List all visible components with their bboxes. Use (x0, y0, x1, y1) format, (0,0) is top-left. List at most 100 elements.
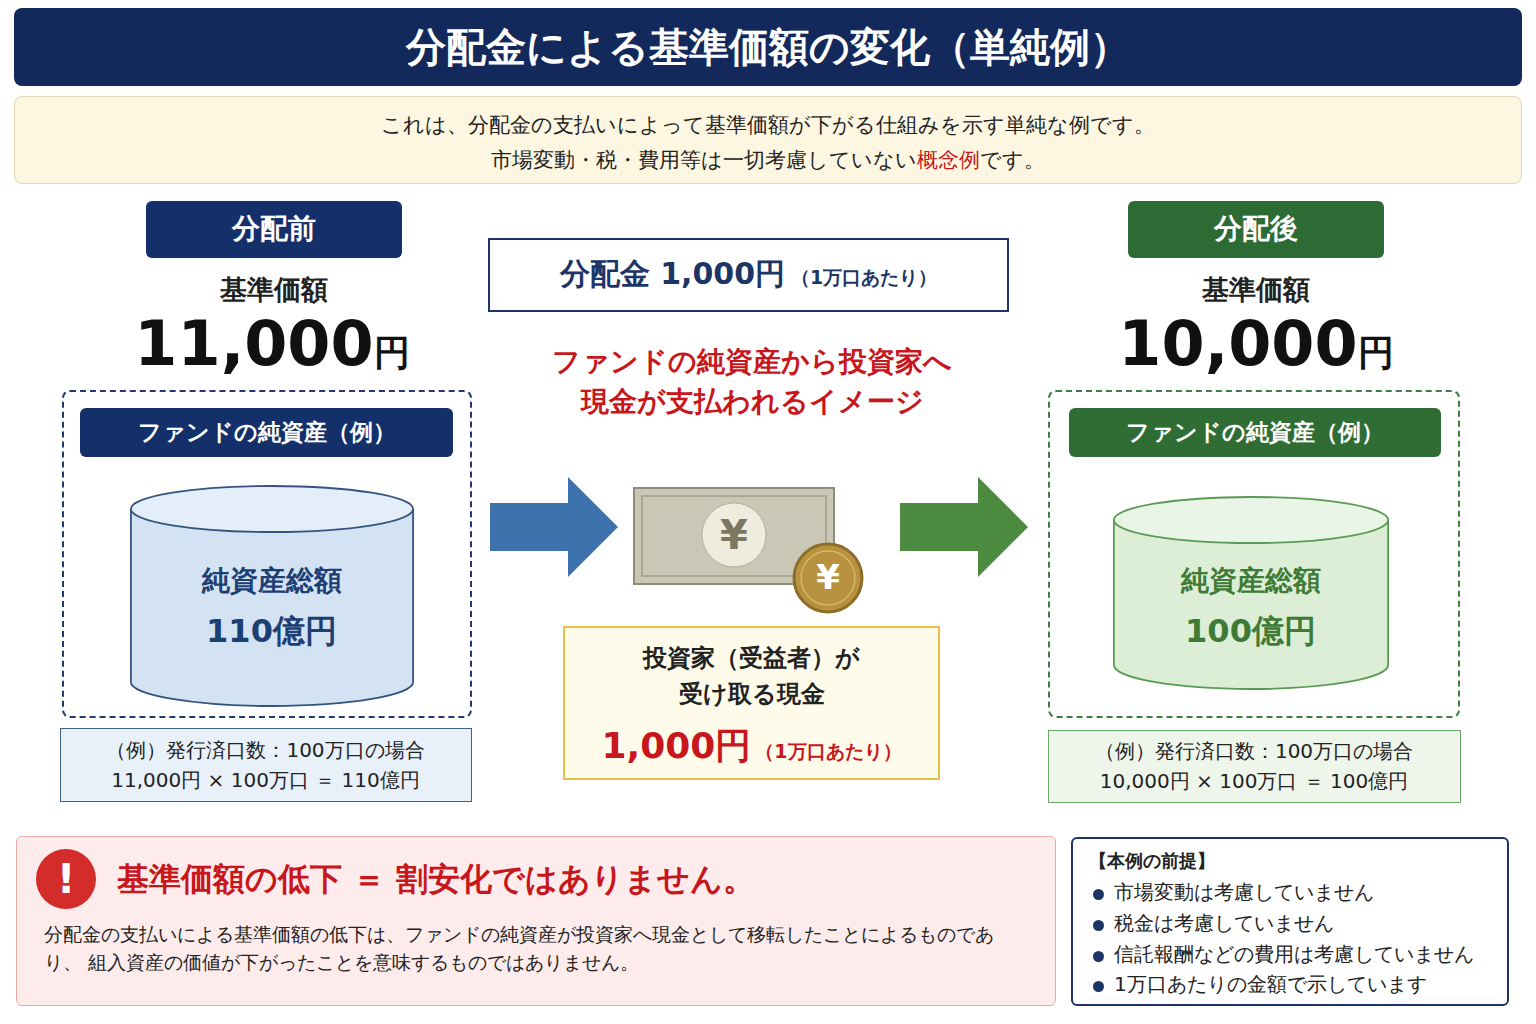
node-text: 1万口あたりの金額で示しています (1114, 972, 1427, 996)
node-text: 純資産総額 (1181, 564, 1321, 597)
nav-value: 10,000 (1118, 307, 1357, 380)
node-text: です。 (980, 148, 1045, 172)
text-row: （例）発行済口数：100万口の場合 (1049, 737, 1459, 765)
text-row: ファンドの純資産（例） (80, 408, 453, 457)
cylinder-body (1113, 520, 1387, 689)
nav-value: 円 (1358, 332, 1394, 373)
text-row: 純資産総額 (130, 563, 414, 599)
node-text: ファンドの純資産（例） (138, 419, 396, 445)
node-text: 市場変動は考慮していません (1114, 880, 1374, 904)
investor-cash-box: 投資家（受益者）が 受け取る現金 1,000円（1万口あたり） (563, 626, 940, 780)
text-row: ファンドの純資産から投資家へ 現金が支払われるイメージ (552, 342, 952, 422)
fund-assets-frame: ファンドの純資産（例） 純資産総額 100億円 (1048, 390, 1460, 718)
text-row: 分配金 1,000円 （1万口あたり） (490, 254, 1007, 294)
bullet-dot (1093, 951, 1104, 962)
title-text: 分配金による基準価額の変化（単純例） (406, 24, 1130, 70)
text-row: 税金は考慮していません (1093, 909, 1503, 937)
text-row: 分配金の支払いによる基準価額の低下は、ファンドの純資産が投資家へ現金として移転し… (44, 921, 1019, 977)
node-text: 110億円 (206, 612, 337, 650)
cash-illustration: ¥¥ (633, 487, 865, 615)
text-row: 基準価額 (146, 272, 402, 308)
value-caption: 基準価額 (220, 274, 328, 305)
value-caption: 基準価額 (1202, 274, 1310, 305)
node-text: 分配後 (1214, 212, 1298, 245)
phase-badge: 分配前 (146, 201, 402, 258)
text-row: 11,000円 (100, 306, 444, 382)
notice-box: これは、分配金の支払いによって基準価額が下がる仕組みを示す単純な例です。市場変動… (14, 96, 1522, 184)
banknote-seal (702, 503, 766, 567)
cylinder-body (130, 509, 412, 706)
cylinder-top (130, 486, 412, 532)
flow-caption: ファンドの純資産から投資家へ 現金が支払われるイメージ (552, 345, 952, 418)
node-text: 1,000円 (601, 725, 751, 766)
text-row: 分配前 (146, 211, 402, 247)
text-row: 基準価額 (1128, 272, 1384, 308)
premise-box: 【本例の前提】市場変動は考慮していません税金は考慮していません信託報酬などの費用… (1071, 837, 1509, 1006)
text-row: ¥ (803, 555, 853, 599)
text-row: 純資産総額 (1113, 563, 1389, 599)
coin (794, 544, 862, 612)
text-row: 10,000円 × 100万口 ＝ 100億円 (1049, 767, 1459, 795)
bullet-dot (1093, 981, 1104, 992)
text-row: 【本例の前提】 (1089, 848, 1489, 874)
text-row: 100億円 (1113, 611, 1389, 651)
node-text: 分配前 (232, 212, 316, 245)
node-text: 11,000円 × 100万口 ＝ 110億円 (111, 768, 420, 792)
text-row: 市場変動・税・費用等は一切考慮していない概念例です。 (15, 145, 1520, 175)
node-text: 概念例 (917, 148, 980, 172)
node-text: ! (57, 856, 75, 902)
node-text: 税金は考慮していません (1114, 911, 1334, 935)
node-text: 投資家（受益者）が 受け取る現金 (643, 644, 860, 708)
cylinder-top (1113, 497, 1387, 543)
text-row: （例）発行済口数：100万口の場合 (61, 736, 470, 764)
warning-box: ! 基準価額の低下 ＝ 割安化ではありません。分配金の支払いによる基準価額の低下は… (16, 836, 1056, 1006)
text-row: 110億円 (130, 611, 414, 651)
text-row: ファンドの純資産（例） (1069, 408, 1441, 457)
node-text: （1万口あたり） (791, 266, 937, 288)
node-text: 分配金 1,000円 (560, 256, 785, 291)
node-text: 100億円 (1185, 612, 1316, 650)
node-text: （1万口あたり） (755, 740, 901, 762)
node-text: 純資産総額 (202, 564, 342, 597)
node-text: これは、分配金の支払いによって基準価額が下がる仕組みを示す単純な例です。 (381, 113, 1155, 137)
calculation-note: （例）発行済口数：100万口の場合 10,000円 × 100万口 ＝ 100億円 (1048, 730, 1461, 803)
node-text: （例）発行済口数：100万口の場合 (1095, 739, 1413, 763)
text-row: これは、分配金の支払いによって基準価額が下がる仕組みを示す単純な例です。 (15, 110, 1520, 140)
net-assets-cylinder: 純資産総額 100億円 (1113, 496, 1389, 690)
node-text: 【本例の前提】 (1089, 850, 1215, 871)
node-text: 分配金の支払いによる基準価額の低下は、ファンドの純資産が投資家へ現金として移転し… (44, 924, 994, 973)
text-row: 信託報酬などの費用は考慮していません (1093, 940, 1503, 968)
text-row: ¥ (699, 510, 769, 560)
text-row: 基準価額の低下 ＝ 割安化ではありません。 (117, 857, 1017, 901)
block-arrow (900, 477, 1028, 577)
text-row: 11,000円 × 100万口 ＝ 110億円 (61, 766, 470, 794)
node-text: ¥ (720, 512, 748, 558)
nav-value: 11,000 (134, 307, 373, 380)
bullet-dot (1093, 889, 1104, 900)
node-text: 基準価額の低下 ＝ 割安化ではありません。 (117, 860, 755, 898)
text-row: 1,000円（1万口あたり） (565, 724, 938, 768)
bullet-dot (1093, 920, 1104, 931)
text-row: ! (36, 849, 96, 909)
fund-assets-frame: ファンドの純資産（例） 純資産総額 110億円 (62, 390, 472, 718)
node-text: ファンドの純資産（例） (1126, 419, 1384, 445)
text-row: 投資家（受益者）が 受け取る現金 (631, 640, 872, 712)
phase-badge: 分配後 (1128, 201, 1384, 258)
text-row: 10,000円 (1084, 306, 1428, 382)
text-row: 1万口あたりの金額で示しています (1093, 970, 1503, 998)
title-band: 分配金による基準価額の変化（単純例） (14, 8, 1522, 86)
block-arrow (490, 477, 618, 577)
node-text: 10,000円 × 100万口 ＝ 100億円 (1100, 769, 1409, 793)
coin-rim (801, 551, 855, 605)
node-text: （例）発行済口数：100万口の場合 (106, 738, 424, 762)
node-text: 信託報酬などの費用は考慮していません (1114, 942, 1474, 966)
node-text: 市場変動・税・費用等は一切考慮していない (491, 148, 917, 172)
text-row: 市場変動は考慮していません (1093, 878, 1503, 906)
net-assets-cylinder: 純資産総額 110億円 (130, 485, 414, 707)
node-text: ¥ (816, 557, 840, 597)
nav-value: 円 (374, 332, 410, 373)
text-row: 分配後 (1128, 211, 1384, 247)
